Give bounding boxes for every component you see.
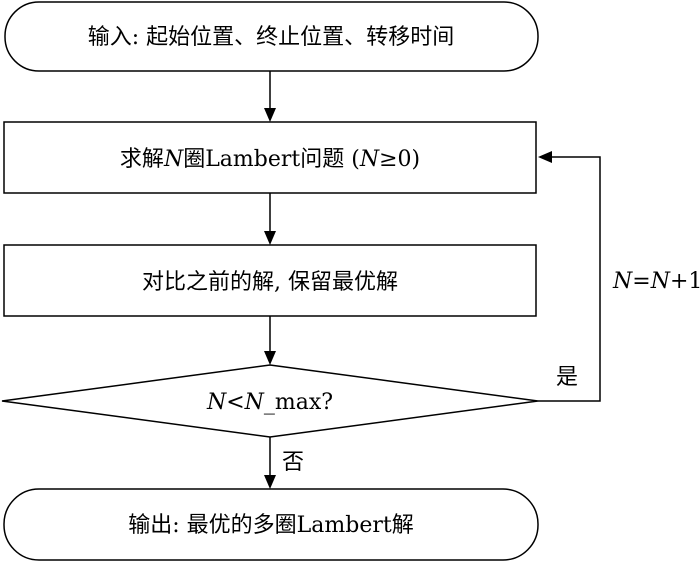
- solve-node-label: 求解N圈Lambert问题 (N≥0): [120, 147, 420, 172]
- no-branch-label: 否: [282, 450, 304, 475]
- arrow-compare-to-decision: [264, 316, 276, 365]
- solve-process-box: [3, 121, 537, 194]
- compare-node-label: 对比之前的解, 保留最优解: [142, 270, 398, 295]
- loop-back-arrow: [538, 151, 601, 402]
- output-node: 输出: 最优的多圈Lambert解: [3, 488, 539, 561]
- input-node: 输入: 起始位置、终止位置、转移时间: [4, 1, 539, 72]
- solve-suffix: ≥0): [379, 147, 420, 172]
- decision-suffix: _max?: [264, 390, 333, 415]
- output-terminator-shape: [3, 488, 539, 561]
- input-node-label: 输入: 起始位置、终止位置、转移时间: [88, 25, 454, 50]
- solve-var-n-2: N: [359, 147, 380, 172]
- decision-node: N<N_max?: [1, 364, 539, 438]
- solve-var-n: N: [163, 147, 184, 172]
- output-node-label: 输出: 最优的多圈Lambert解: [128, 513, 413, 538]
- solve-middle: 圈Lambert问题 (: [183, 147, 360, 172]
- decision-node-label: N<N_max?: [206, 390, 333, 415]
- decision-middle: <: [226, 390, 244, 415]
- compare-node: 对比之前的解, 保留最优解: [3, 244, 537, 317]
- loop-suffix: +1: [670, 269, 700, 294]
- input-terminator-shape: [4, 1, 539, 72]
- loop-var-n-2: N: [650, 269, 671, 294]
- yes-branch-label: 是: [556, 365, 578, 390]
- decision-var-n: N: [206, 390, 227, 415]
- solve-prefix: 求解: [120, 147, 164, 172]
- arrow-input-to-solve: [264, 71, 276, 122]
- arrow-decision-to-output: [264, 437, 276, 489]
- decision-var-n-2: N: [244, 390, 265, 415]
- loop-increment-label: N=N+1: [612, 269, 700, 294]
- solve-node: 求解N圈Lambert问题 (N≥0): [3, 121, 537, 194]
- loop-eq: =: [632, 269, 650, 294]
- arrow-solve-to-compare: [264, 193, 276, 245]
- loop-var-n: N: [612, 269, 633, 294]
